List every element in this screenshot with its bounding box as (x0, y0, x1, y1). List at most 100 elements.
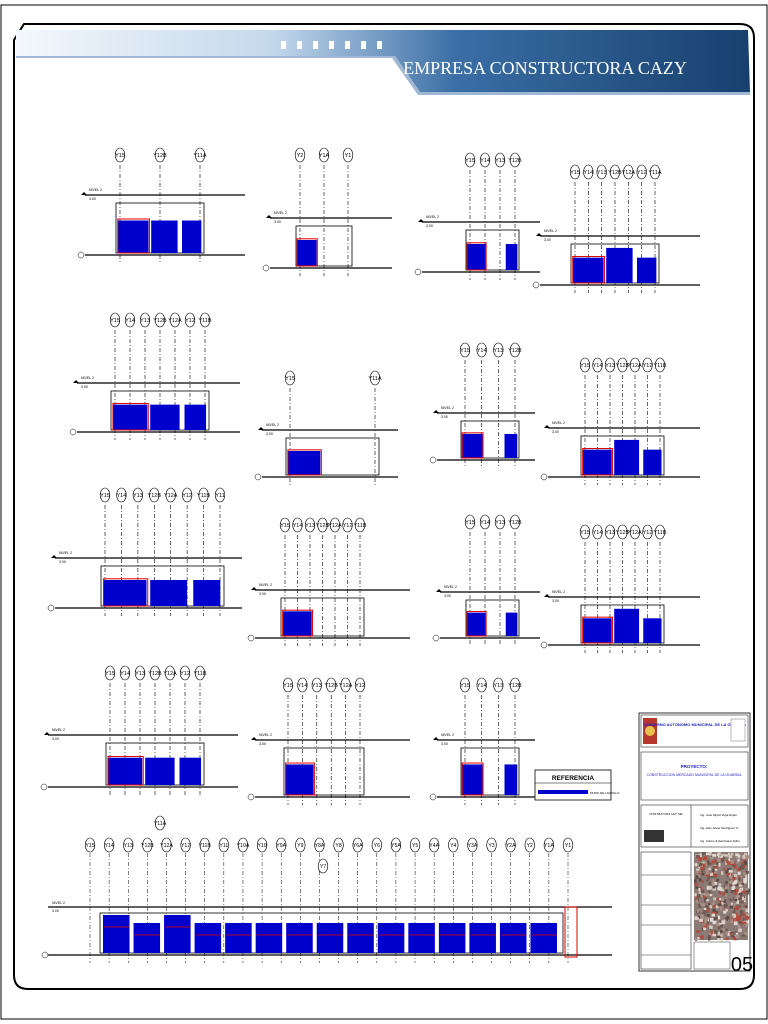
engineer-1: Ing. Jose Miyell Vega Rojas (700, 813, 737, 817)
photo-pixel (699, 853, 702, 857)
brick-wall-fill (107, 757, 143, 785)
brick-wall-fill (582, 618, 612, 643)
photo-pixel (745, 874, 748, 879)
grid-axis-label: Y15 (105, 671, 115, 677)
grid-axis-bubble (543, 837, 554, 853)
shield-icon (730, 718, 746, 742)
grid-axis-label: Y15 (110, 318, 120, 324)
photo-pixel (701, 916, 704, 919)
level-value: 3.00 (552, 599, 559, 603)
photo-pixel (723, 903, 728, 908)
photo-pixel (698, 891, 702, 894)
grid-axis-label: Y9 (297, 843, 303, 849)
photo-pixel (745, 891, 750, 895)
level-bubble (540, 641, 548, 649)
photo-pixel (744, 852, 748, 856)
brick-wall-fill (316, 923, 344, 953)
photo-pixel (708, 881, 711, 886)
photo-pixel (719, 900, 722, 903)
photo-pixel (741, 896, 744, 901)
photo-pixel (705, 874, 709, 877)
photo-pixel (696, 917, 700, 920)
brick-wall-fill (643, 618, 662, 643)
photo-pixel (737, 854, 741, 858)
photo-pixel (733, 874, 738, 877)
photo-pixel (709, 894, 713, 897)
grid-axis-label: Y13 (493, 348, 503, 354)
grid-axis-bubble (317, 858, 329, 874)
grid-axis-bubble (479, 152, 491, 168)
photo-pixel (728, 852, 731, 856)
grid-axis-bubble (467, 837, 478, 853)
photo-pixel (745, 870, 749, 874)
sheet-frame (13, 23, 755, 990)
sheet-border (0, 4, 768, 1020)
photo-pixel (723, 910, 727, 914)
grid-axis-bubble (276, 837, 287, 853)
grid-axis-label: Y1 (565, 843, 571, 849)
grid-axis-bubble (116, 487, 127, 503)
brick-wall-fill (225, 923, 252, 953)
red-outline (117, 218, 150, 254)
legend: REFERENCIA MURO DE LADRILLO (534, 769, 620, 801)
photo-pixel (738, 921, 741, 924)
grid-axis-label: Y1 (345, 153, 352, 159)
grid-axis-bubble (292, 517, 303, 533)
brick-wall-fill (438, 923, 466, 953)
photo-pixel (694, 863, 698, 867)
photo-pixel (741, 882, 744, 886)
grid-axis-label: Y4 (450, 843, 456, 849)
banner-dot (361, 41, 366, 49)
level-label: NIVEL 2 (274, 211, 287, 215)
red-outline (287, 449, 322, 476)
photo-pixel (707, 875, 711, 880)
grid-axis-bubble (654, 524, 666, 540)
level-value: 3.00 (52, 909, 59, 913)
photo-pixel (702, 852, 706, 855)
level-label: NIVEL 2 (441, 406, 454, 410)
level-value: 3.00 (52, 737, 59, 741)
grid-axis-label: Y11B (653, 530, 666, 536)
grid-axis-label: Y7 (320, 864, 326, 870)
banner-dots (281, 41, 382, 49)
photo-pixel (736, 856, 740, 860)
grid-axis-label: Y12A (339, 683, 353, 689)
red-outline (282, 609, 314, 637)
level-marker-icon (433, 410, 439, 413)
photo-pixel (735, 934, 740, 938)
grid-axis-label: Y13 (605, 530, 615, 536)
level-bubble (429, 793, 437, 801)
brick-wall-fill (117, 220, 149, 253)
grid-axis-label: Y12A (622, 170, 636, 176)
brick-wall-fill (103, 580, 147, 606)
photo-pixel (734, 931, 737, 935)
grid-axis-label: Y12A (168, 318, 182, 324)
project-label: PROYECTO: (681, 764, 708, 769)
level-value: 3.00 (59, 560, 66, 564)
banner-dot (345, 41, 350, 49)
level-label: NIVEL 2 (552, 590, 565, 594)
photo-pixel (735, 853, 739, 857)
legend-swatch (538, 790, 588, 794)
grid-axis-label: Y13 (493, 683, 503, 689)
grid-axis-bubble (592, 524, 603, 540)
photo-pixel (745, 908, 748, 913)
photo-pixel (729, 882, 733, 887)
level-marker-icon (51, 555, 57, 558)
grid-axis-bubble (493, 342, 504, 358)
photo-pixel (732, 877, 736, 881)
brick-wall-fill (504, 764, 518, 795)
photo-pixel (711, 885, 716, 889)
photo-pixel (745, 912, 749, 916)
photo-pixel (701, 872, 705, 876)
photo-pixel (734, 879, 738, 884)
photo-pixel (704, 893, 709, 896)
grid-axis-label: Y2 (527, 843, 533, 849)
photo-pixel (717, 859, 720, 863)
grid-axis-label: Y11B (199, 843, 212, 849)
banner-dot (329, 41, 334, 49)
photo-pixel (700, 853, 705, 856)
grid-axis-bubble (180, 837, 191, 853)
level-value: 3.00 (544, 238, 551, 242)
